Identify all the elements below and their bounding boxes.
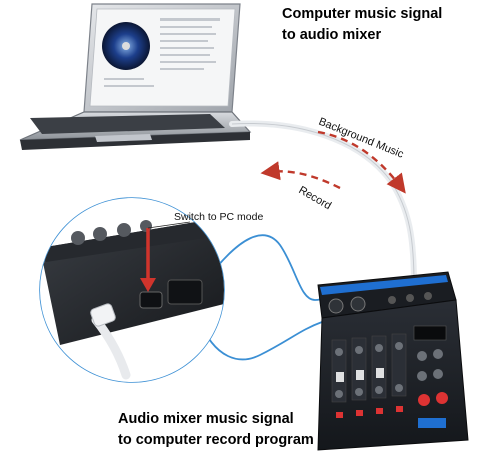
top-caption-line-2: to audio mixer <box>282 27 382 43</box>
disc-hole-icon <box>122 42 130 50</box>
bottom-caption: Audio mixer music signal to computer rec… <box>118 409 358 451</box>
zoom-detail <box>39 197 225 383</box>
switch-to-pc-mode-label: Switch to PC mode <box>174 211 264 223</box>
keyboard <box>30 114 225 134</box>
usb-cable-edge <box>231 123 415 286</box>
down-arrow-icon <box>140 278 156 292</box>
channel-strips <box>331 333 407 418</box>
playlist <box>104 18 220 87</box>
bottom-caption-line-1: Audio mixer music signal <box>118 411 294 427</box>
callout-leader <box>147 221 191 229</box>
touchpad <box>95 134 152 142</box>
audio-mixer <box>317 271 469 451</box>
background-music-arrow <box>317 130 406 194</box>
pc-mode-switch <box>167 279 203 305</box>
top-caption: Computer music signal to audio mixer <box>282 4 497 46</box>
bottom-caption-line-2: to computer record program <box>118 432 314 448</box>
laptop-edge <box>20 132 250 150</box>
zoom-connector-line-2 <box>197 317 323 361</box>
laptop <box>19 3 252 150</box>
record-arrow <box>260 161 341 190</box>
mixer-display <box>413 325 447 341</box>
mixer-blue-strip <box>320 275 448 295</box>
usb-cable <box>229 120 417 288</box>
top-caption-line-1: Computer music signal <box>282 6 443 22</box>
usb-port <box>139 291 163 309</box>
